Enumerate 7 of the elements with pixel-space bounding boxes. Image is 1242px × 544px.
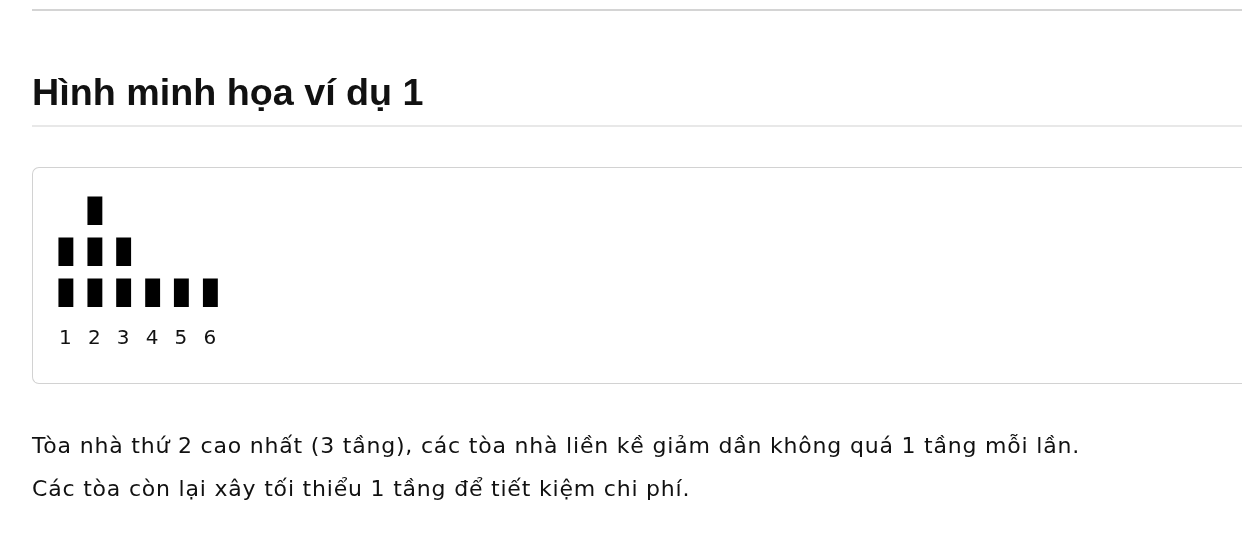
heading: Hình minh họa ví dụ 1	[32, 70, 424, 114]
description-text: Tòa nhà thứ 2 cao nhất (3 tầng), các tòa nhà liền kề giảm dần không quá 1 tầng mỗi lần.	[32, 432, 1080, 460]
block-characters: █ █ █ █ █ █	[58, 277, 218, 309]
block-characters: █	[87, 195, 102, 227]
description-text: Các tòa còn lại xây tối thiểu 1 tầng để tiết kiệm chi phí.	[32, 475, 691, 503]
column-numbers: 1 2 3 4 5 6	[59, 325, 222, 349]
block-characters: █ █ █	[58, 236, 131, 268]
